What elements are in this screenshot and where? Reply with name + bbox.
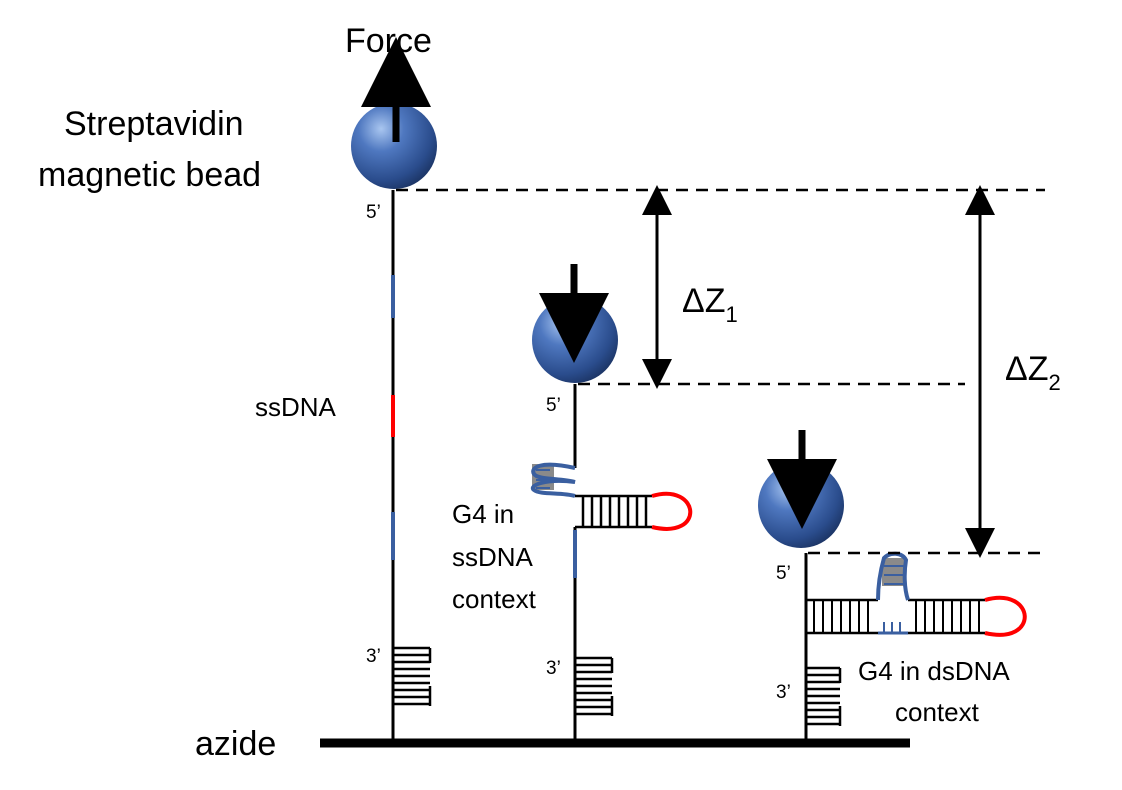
three-prime-label-3: 3’: [776, 682, 791, 703]
g4-ss-label-line2: ssDNA: [452, 542, 534, 572]
bead-label-line1: Streptavidin: [64, 105, 244, 143]
ds-duplex-rungs-right: [915, 600, 980, 633]
anchor-duplex-2: [575, 656, 614, 716]
g4-ss-label-line1: G4 in: [452, 499, 514, 529]
hairpin-stem-ss: [575, 494, 652, 529]
delta-z2-label: ΔZ2: [1005, 350, 1061, 395]
tether-g4-ssdna: 5’ 3’ G4 in ssDNA context: [452, 384, 693, 743]
ds-blue-stubs: [883, 622, 901, 633]
azide-label: azide: [195, 725, 276, 763]
tether-g4-dsdna: 5’ 3’ G4 in dsDNA context: [776, 551, 1027, 743]
g4-ds-label-line2: context: [895, 697, 980, 727]
delta-z1-label: ΔZ1: [682, 282, 738, 327]
five-prime-label-3: 5’: [776, 563, 791, 584]
five-prime-label-2: 5’: [546, 395, 561, 416]
hairpin-loop-ds: [984, 596, 1027, 637]
ssdna-label: ssDNA: [255, 392, 337, 422]
g4-structure-ds: [876, 551, 910, 601]
tether-ssdna: 5’ 3’ ssDNA: [255, 190, 432, 743]
five-prime-label-1: 5’: [366, 202, 381, 223]
three-prime-label-1: 3’: [366, 646, 381, 667]
hairpin-loop-ss: [651, 491, 693, 531]
force-label: Force: [345, 22, 432, 60]
magnetic-bead-1: [351, 103, 437, 189]
anchor-duplex-1: [393, 646, 432, 706]
anchor-duplex-3: [806, 666, 842, 726]
g4-structure-ss: [530, 462, 576, 498]
three-prime-label-2: 3’: [546, 658, 561, 679]
ds-duplex-rungs-left: [813, 600, 869, 633]
g4-ds-label-line1: G4 in dsDNA: [858, 656, 1010, 686]
bead-label-line2: magnetic bead: [38, 156, 261, 194]
g4-ss-label-line3: context: [452, 584, 537, 614]
